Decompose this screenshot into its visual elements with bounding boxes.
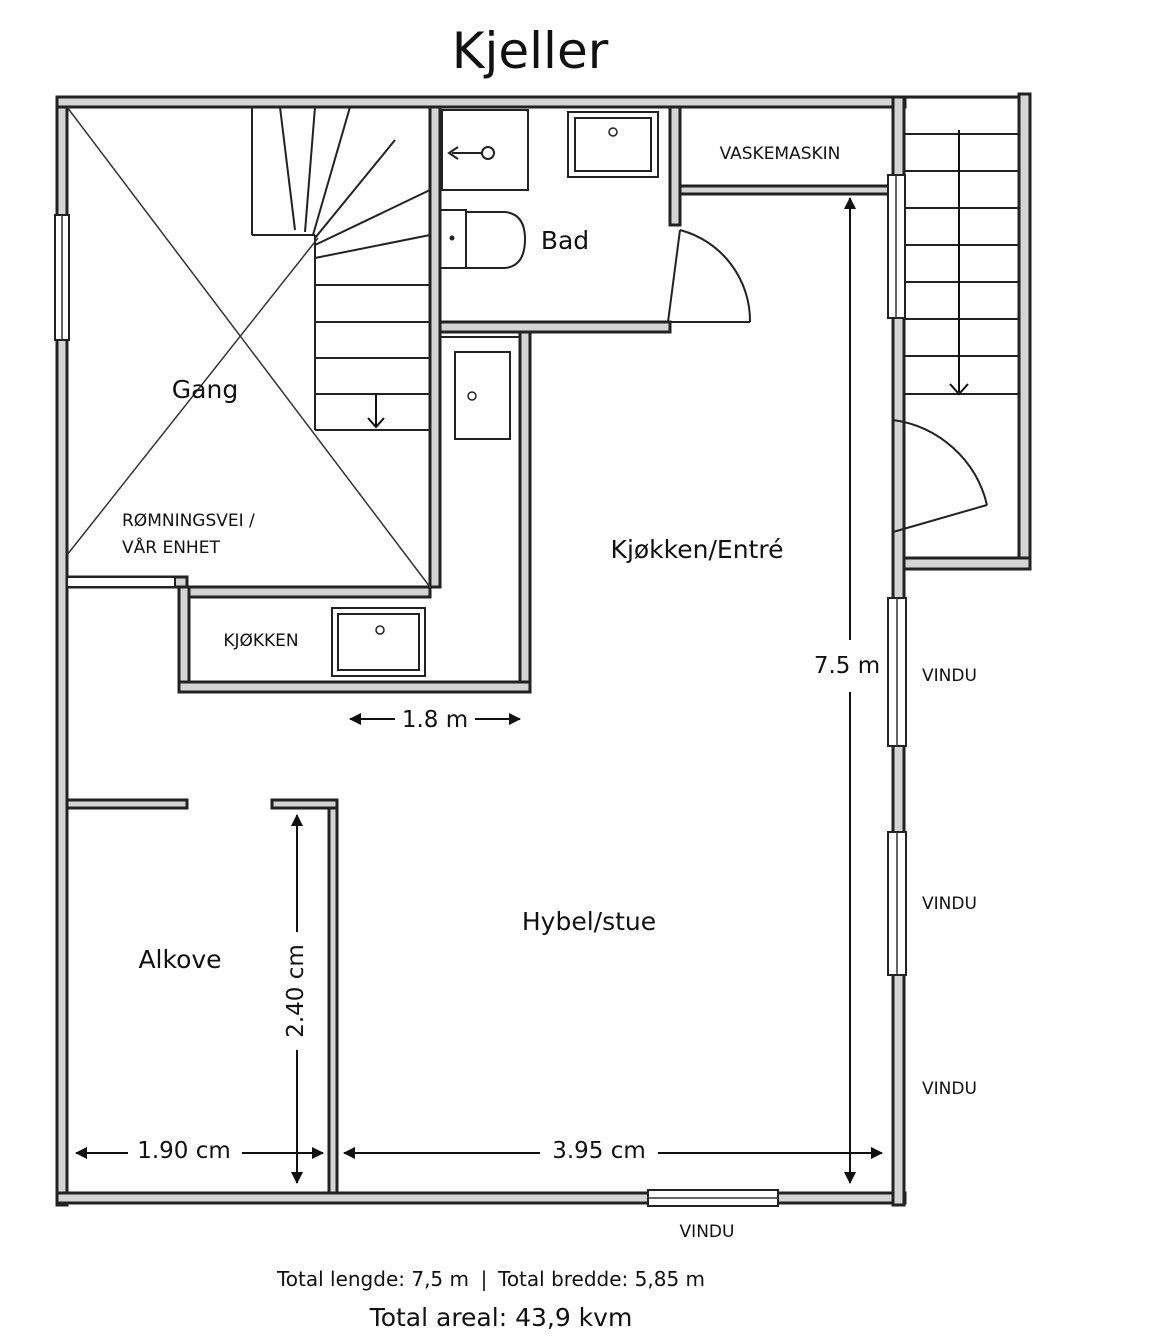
label-escape-line1: RØMNINGSVEI /	[122, 511, 255, 531]
footer-separator: |	[481, 1267, 488, 1291]
internal-staircase	[251, 106, 431, 431]
window-bottom	[647, 1189, 779, 1207]
window-label-bottom: VINDU	[680, 1222, 735, 1242]
room-label-bad: Bad	[541, 226, 589, 255]
room-label-alkove: Alkove	[138, 945, 221, 974]
label-escape-line2: VÅR ENHET	[122, 536, 220, 558]
footer-lengde: Total lengde: 7,5 m	[276, 1267, 469, 1291]
footer-bredde: Total bredde: 5,85 m	[497, 1267, 705, 1291]
entrance-door[interactable]	[892, 419, 988, 533]
external-stairwell	[902, 92, 1032, 571]
external-stair-arrow	[949, 130, 969, 396]
kitchen-counter-vertical	[440, 336, 520, 440]
toilet	[439, 209, 527, 269]
footer-areal: Total areal: 43,9 kvm	[369, 1303, 633, 1332]
plan-title: Kjeller	[452, 22, 609, 80]
external-stair-treads	[904, 133, 1019, 395]
bathroom-sink	[567, 111, 659, 178]
bathroom-door[interactable]	[667, 229, 752, 323]
open-to-above-cross	[66, 106, 431, 588]
shower	[441, 109, 529, 191]
window-label-right-2: VINDU	[922, 894, 977, 914]
dim-label-alkove-width: 1.90 cm	[137, 1138, 231, 1164]
window-stair	[887, 174, 906, 319]
label-kjokken: KJØKKEN	[223, 631, 298, 651]
kitchen-counter-horizontal	[331, 607, 426, 677]
window-right-2	[887, 831, 907, 976]
window-left	[54, 214, 70, 341]
room-label-hybel: Hybel/stue	[522, 907, 656, 936]
dim-label-kitchen-width: 1.8 m	[402, 707, 468, 733]
window-label-right-3: VINDU	[922, 1079, 977, 1099]
dim-label-alkove-height: 2.40 cm	[283, 944, 309, 1038]
room-label-kjokken-entre: Kjøkken/Entré	[611, 535, 784, 564]
window-right-1	[887, 597, 907, 747]
label-vaskemaskin: VASKEMASKIN	[720, 144, 841, 164]
window-stair-side	[66, 576, 176, 588]
room-label-gang: Gang	[172, 375, 238, 404]
dim-label-total-height: 7.5 m	[814, 653, 880, 679]
window-label-right-1: VINDU	[922, 666, 977, 686]
dim-label-hybel-width: 3.95 cm	[552, 1138, 646, 1164]
